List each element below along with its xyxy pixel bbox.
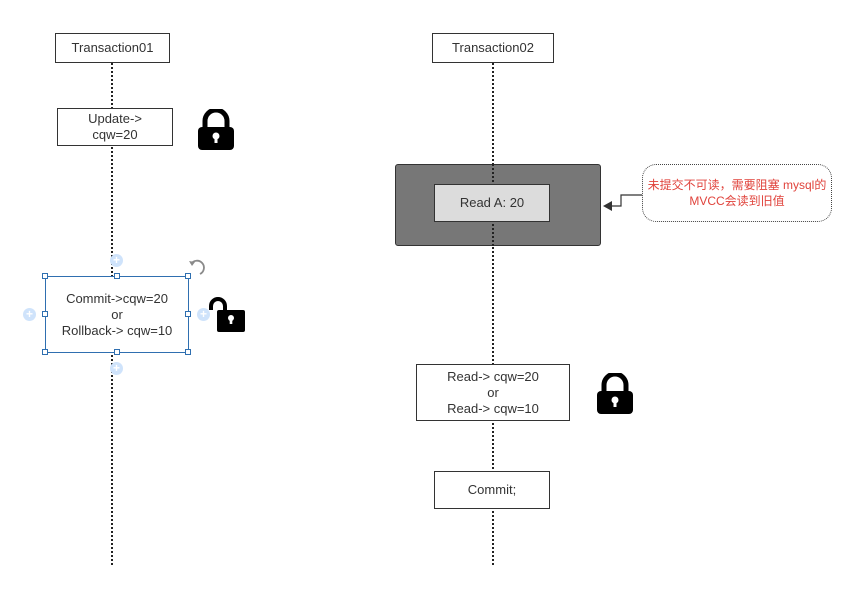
resize-handle-bottom-left[interactable] [42, 349, 48, 355]
resize-handle-bottom-right[interactable] [185, 349, 191, 355]
transaction01-label: Transaction01 [71, 40, 154, 55]
commit-label: Commit; [467, 482, 517, 497]
transaction02-label: Transaction02 [452, 40, 534, 55]
resize-handle-right[interactable] [185, 311, 191, 317]
resize-handle-left[interactable] [42, 311, 48, 317]
unlock-icon [207, 296, 247, 339]
plus-icon[interactable]: + [197, 308, 210, 321]
resize-handle-top[interactable] [114, 273, 120, 279]
lock-icon [595, 371, 635, 420]
lock-icon [196, 107, 236, 156]
read-a-label: Read A: 20 [459, 195, 525, 210]
lifeline-transaction02 [492, 63, 494, 565]
plus-icon[interactable]: + [23, 308, 36, 321]
note-callout[interactable]: 未提交不可读，需要阻塞 mysql的MVCC会读到旧值 [642, 164, 832, 222]
update-label: Update-> cqw=20 [88, 111, 142, 142]
resize-handle-top-left[interactable] [42, 273, 48, 279]
plus-icon[interactable]: + [110, 362, 123, 375]
rotate-icon[interactable] [188, 259, 206, 282]
transaction02-header[interactable]: Transaction02 [432, 33, 554, 63]
resize-handle-top-right[interactable] [185, 273, 191, 279]
update-box[interactable]: Update-> cqw=20 [57, 108, 173, 146]
commit-rollback-label: Commit->cqw=20 or Rollback-> cqw=10 [61, 290, 173, 338]
transaction01-header[interactable]: Transaction01 [55, 33, 170, 63]
resize-handle-bottom[interactable] [114, 349, 120, 355]
read-a-box[interactable]: Read A: 20 [434, 184, 550, 222]
read-result-box[interactable]: Read-> cqw=20 or Read-> cqw=10 [416, 364, 570, 421]
read-result-label: Read-> cqw=20 or Read-> cqw=10 [447, 368, 539, 416]
commit-box[interactable]: Commit; [434, 471, 550, 509]
plus-icon[interactable]: + [110, 254, 123, 267]
note-text: 未提交不可读，需要阻塞 mysql的MVCC会读到旧值 [647, 178, 827, 208]
